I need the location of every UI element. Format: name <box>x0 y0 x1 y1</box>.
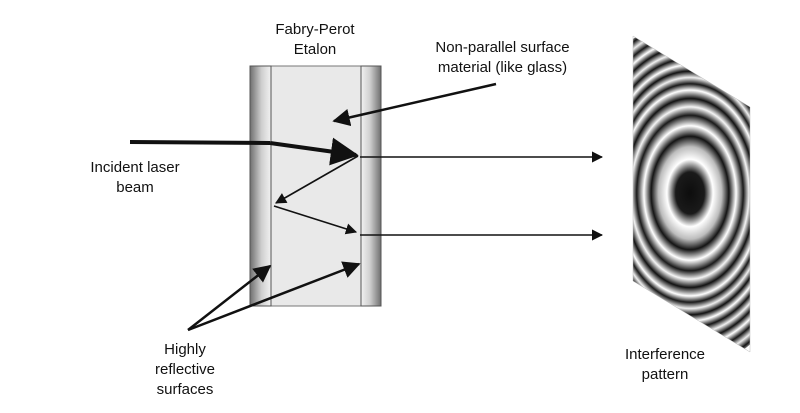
screen-outline <box>632 35 751 353</box>
refracted-beam <box>269 137 359 166</box>
left-mirror <box>249 65 272 307</box>
surfaces-pointer-right <box>187 261 361 332</box>
incident-label: Incident laser beam <box>70 158 200 198</box>
reflection-1 <box>275 155 359 204</box>
material-label-line2: material (like glass) <box>437 59 568 76</box>
right-mirror <box>360 65 382 307</box>
interference-screen <box>633 36 750 352</box>
pattern-label: Interference pattern <box>600 345 730 385</box>
material-pointer <box>332 82 497 127</box>
incident-beam <box>129 140 271 145</box>
etalon-label-line1: Fabry-Perot <box>275 21 355 38</box>
material-label-line1: Non-parallel surface <box>435 39 570 56</box>
surfaces-label-line2: reflective <box>154 361 216 378</box>
reflection-2 <box>273 205 358 235</box>
surfaces-label-line3: surfaces <box>156 381 214 398</box>
etalon-label: Fabry-Perot Etalon <box>250 20 380 60</box>
surfaces-label-line1: Highly <box>164 341 206 358</box>
etalon-label-line2: Etalon <box>293 41 337 58</box>
surfaces-pointer-left <box>187 264 272 331</box>
material-label: Non-parallel surface material (like glas… <box>415 38 590 78</box>
interference-rings <box>633 36 750 352</box>
incident-label-line2: beam <box>116 179 154 196</box>
pattern-label-line1: Interference <box>624 346 706 363</box>
surfaces-label: Highly reflective surfaces <box>130 340 240 400</box>
glass-material <box>270 65 362 307</box>
pattern-label-line2: pattern <box>641 366 689 383</box>
incident-label-line1: Incident laser <box>90 159 180 176</box>
